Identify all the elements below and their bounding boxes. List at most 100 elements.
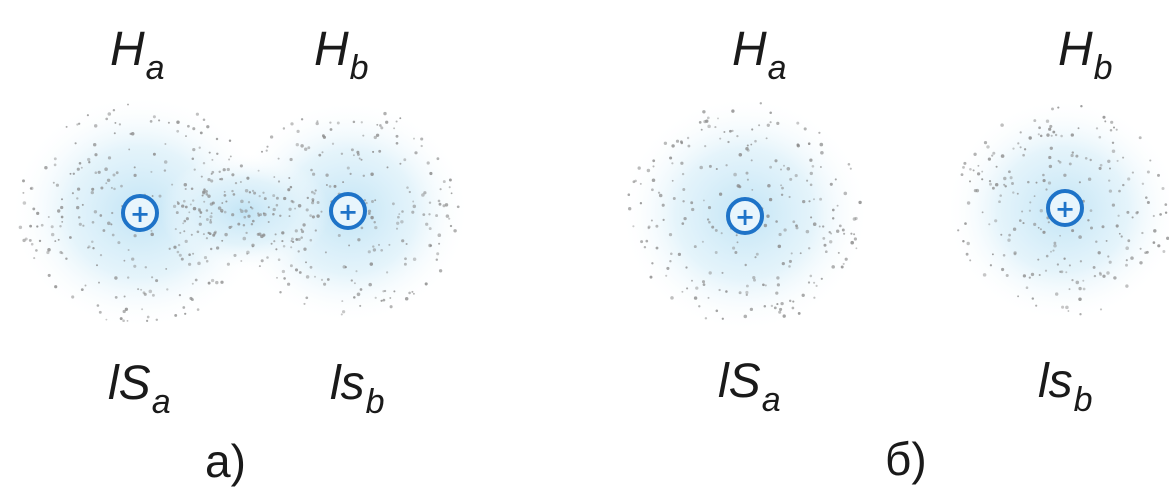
cloud-dot	[182, 199, 186, 203]
cloud-dot	[360, 121, 363, 124]
cloud-dot	[1038, 126, 1041, 130]
cloud-dot	[92, 142, 97, 147]
cloud-dot	[819, 166, 822, 168]
cloud-dot	[1115, 224, 1119, 228]
cloud-dot	[248, 191, 252, 194]
cloud-dot	[1057, 106, 1060, 109]
cloud-dot	[1028, 136, 1032, 140]
cloud-dot	[206, 125, 210, 129]
cloud-dot	[766, 214, 770, 218]
cloud-dot	[357, 238, 361, 242]
cloud-dot	[745, 293, 748, 297]
cloud-dot	[797, 311, 801, 315]
cloud-dot	[99, 253, 103, 257]
nucleus-a-right: +	[329, 192, 367, 230]
cloud-dot	[1139, 261, 1143, 265]
cloud-dot	[127, 248, 130, 252]
cloud-dot	[1141, 182, 1145, 185]
cloud-dot	[388, 243, 391, 246]
cloud-dot	[1065, 305, 1069, 310]
cloud-dot	[838, 224, 842, 228]
cloud-dot	[991, 253, 994, 256]
cloud-dot	[176, 129, 180, 133]
cloud-dot	[1099, 163, 1103, 167]
atom-label-ha-a: Ha	[110, 23, 165, 87]
cloud-dot	[753, 278, 756, 282]
cloud-dot	[155, 318, 159, 322]
cloud-dot	[269, 135, 274, 139]
cloud-dot	[634, 179, 637, 183]
cloud-dot	[1125, 246, 1129, 250]
cloud-dot	[273, 176, 276, 178]
cloud-dot	[706, 218, 710, 221]
cloud-dot	[646, 168, 651, 173]
cloud-dot	[47, 216, 50, 218]
cloud-dot	[348, 244, 351, 247]
cloud-dot	[183, 183, 188, 187]
cloud-dot	[680, 141, 684, 145]
cloud-dot	[731, 109, 735, 113]
cloud-dot	[764, 284, 767, 287]
cloud-dot	[113, 132, 116, 135]
cloud-dot	[82, 224, 85, 227]
cloud-dot	[421, 193, 425, 197]
cloud-dot	[61, 251, 64, 255]
cloud-dot	[211, 170, 215, 174]
cloud-dot	[22, 191, 25, 194]
cloud-dot	[30, 242, 34, 246]
cloud-dot	[380, 299, 383, 302]
cloud-dot	[391, 202, 395, 206]
cloud-dot	[841, 228, 845, 232]
cloud-dot	[627, 193, 631, 196]
cloud-dot	[855, 247, 858, 250]
cloud-dot	[22, 238, 26, 243]
cloud-dot	[1070, 133, 1074, 137]
cloud-dot	[294, 268, 299, 272]
cloud-dot	[297, 237, 301, 241]
cloud-dot	[806, 179, 809, 182]
cloud-dot	[768, 197, 773, 202]
cloud-dot	[428, 213, 431, 216]
cloud-dot	[84, 284, 87, 287]
cloud-dot	[751, 128, 754, 131]
cloud-dot	[180, 257, 184, 261]
cloud-dot	[60, 198, 64, 201]
cloud-dot	[287, 188, 291, 192]
cloud-dot	[247, 201, 251, 204]
cloud-dot	[807, 142, 811, 145]
cloud-dot	[228, 139, 232, 143]
cloud-dot	[210, 179, 214, 183]
cloud-dot	[119, 317, 123, 321]
cloud-dot	[290, 240, 293, 242]
cloud-dot	[107, 112, 112, 116]
cloud-dot	[131, 257, 135, 261]
cloud-dot	[179, 231, 182, 234]
cloud-dot	[442, 180, 446, 184]
cloud-dot	[105, 117, 109, 121]
cloud-dot	[113, 187, 116, 191]
cloud-dot	[1060, 270, 1064, 274]
cloud-dot	[215, 137, 219, 141]
cloud-dot	[1039, 209, 1043, 213]
cloud-dot	[834, 178, 837, 181]
cloud-dot	[1042, 230, 1046, 234]
cloud-dot	[1095, 240, 1098, 243]
cloud-dot	[223, 190, 226, 193]
cloud-dot	[775, 291, 779, 295]
cloud-dot	[738, 185, 742, 189]
cloud-dot	[1047, 221, 1050, 224]
cloud-dot	[412, 200, 415, 203]
cloud-dot	[777, 244, 782, 249]
cloud-dot	[796, 121, 800, 125]
cloud-dot	[1050, 250, 1052, 253]
cloud-dot	[190, 187, 194, 191]
cloud-dot	[76, 197, 79, 200]
cloud-dot	[306, 196, 309, 200]
cloud-dot	[220, 177, 224, 181]
cloud-dot	[671, 162, 674, 165]
cloud-dot	[1035, 304, 1038, 307]
cloud-dot	[755, 252, 759, 256]
cloud-dot	[244, 189, 249, 193]
cloud-dot	[420, 144, 423, 148]
cloud-dot	[965, 252, 969, 256]
